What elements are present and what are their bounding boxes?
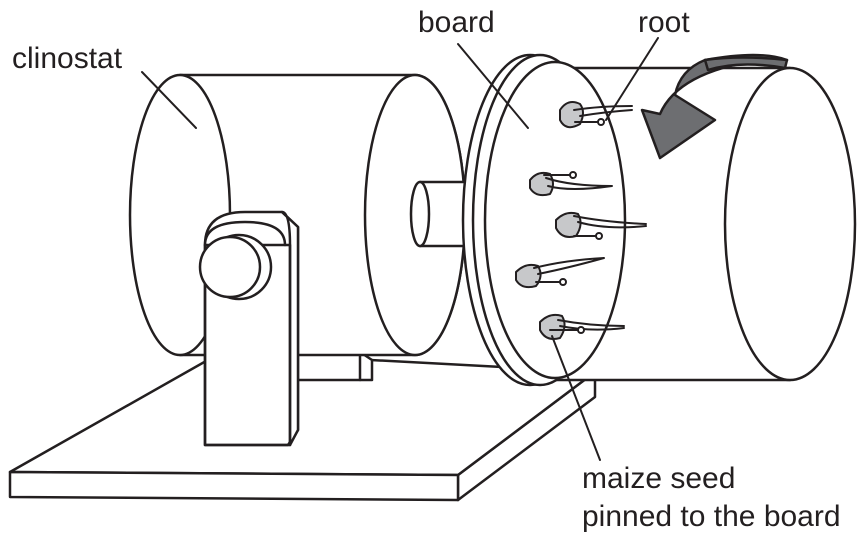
leader-lines <box>141 37 659 461</box>
axle <box>409 180 472 248</box>
maize-seeds <box>515 101 647 340</box>
board <box>461 53 627 387</box>
label-board: board <box>418 6 495 39</box>
label-clinostat: clinostat <box>12 42 123 75</box>
base-plate <box>8 350 597 502</box>
axle-knob <box>198 233 273 301</box>
rotation-arrow <box>640 53 789 160</box>
label-pinned-to-board: pinned to the board <box>582 500 841 533</box>
label-root: root <box>638 6 690 39</box>
label-maize-seed: maize seed <box>582 462 736 495</box>
